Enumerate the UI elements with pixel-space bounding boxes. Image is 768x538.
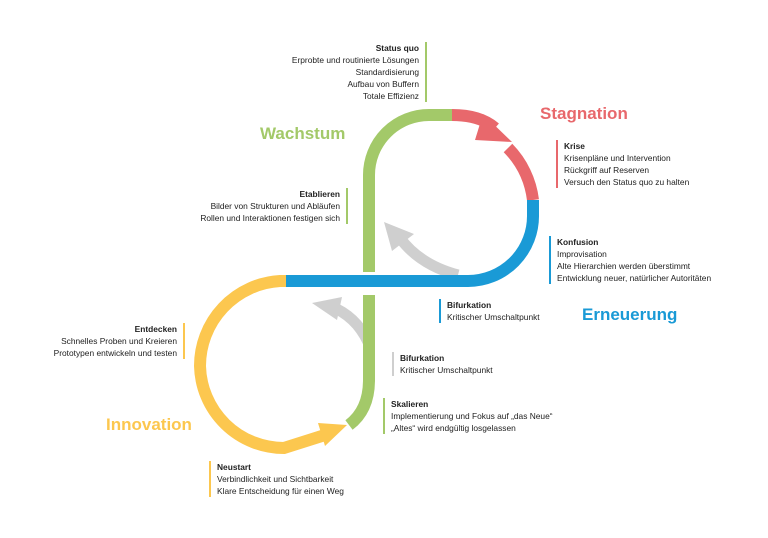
- blue-path: [286, 200, 540, 287]
- note-line: Totale Effizienz: [362, 91, 419, 101]
- phase-stagnation: Stagnation: [540, 104, 628, 123]
- note-line: „Altes“ wird endgültig losgelassen: [391, 423, 516, 433]
- note-line: Kritischer Umschaltpunkt: [447, 312, 540, 322]
- red-arrow-head: [475, 114, 512, 142]
- note-line: Implementierung und Fokus auf „das Neue“: [391, 411, 553, 421]
- note-line: Entwicklung neuer, natürlicher Autorität…: [557, 273, 712, 283]
- note-line: Schnelles Proben und Kreieren: [61, 336, 177, 346]
- note-title: Status quo: [375, 43, 419, 53]
- gray-arrow-upper: [384, 222, 460, 281]
- phase-erneuerung: Erneuerung: [582, 305, 678, 324]
- note-skalieren: Skalieren Implementierung und Fokus auf …: [383, 398, 553, 434]
- note-title: Etablieren: [299, 189, 341, 199]
- green-path-lower: [345, 295, 375, 430]
- yellow-path: [193, 275, 327, 455]
- note-line: Bilder von Strukturen und Abläufen: [210, 201, 340, 211]
- note-line: Improvisation: [557, 249, 607, 259]
- note-neustart: Neustart Verbindlichkeit und Sichtbarkei…: [209, 461, 344, 497]
- note-line: Standardisierung: [355, 67, 419, 77]
- note-entdecken: Entdecken Schnelles Proben und Kreieren …: [54, 323, 185, 359]
- note-etablieren: Etablieren Bilder von Strukturen und Abl…: [200, 188, 348, 224]
- note-title: Krise: [564, 141, 585, 151]
- note-line: Kritischer Umschaltpunkt: [400, 365, 493, 375]
- note-bifurkation-green: Bifurkation Kritischer Umschaltpunkt: [392, 352, 493, 376]
- note-line: Prototypen entwickeln und testen: [53, 348, 177, 358]
- note-krise: Krise Krisenpläne und Intervention Rückg…: [556, 140, 689, 188]
- note-line: Versuch den Status quo zu halten: [564, 177, 690, 187]
- note-line: Erprobte und routinierte Lösungen: [291, 55, 419, 65]
- note-line: Rollen und Interaktionen festigen sich: [200, 213, 340, 223]
- gray-arrow-lower: [312, 297, 373, 345]
- note-title: Bifurkation: [400, 353, 445, 363]
- phase-wachstum: Wachstum: [260, 124, 346, 143]
- note-title: Neustart: [217, 462, 251, 472]
- note-konfusion: Konfusion Improvisation Alte Hierarchien…: [549, 236, 711, 284]
- note-title: Entdecken: [134, 324, 177, 334]
- note-bifurkation-blue: Bifurkation Kritischer Umschaltpunkt: [439, 299, 540, 323]
- red-path-lower: [503, 143, 539, 201]
- note-title: Skalieren: [391, 399, 429, 409]
- note-status-quo: Status quo Erprobte und routinierte Lösu…: [292, 42, 427, 102]
- note-title: Bifurkation: [447, 300, 492, 310]
- yellow-arrow-head: [318, 423, 347, 446]
- note-line: Alte Hierarchien werden überstimmt: [557, 261, 691, 271]
- note-line: Rückgriff auf Reserven: [564, 165, 650, 175]
- phase-innovation: Innovation: [106, 415, 192, 434]
- note-line: Verbindlichkeit und Sichtbarkeit: [217, 474, 334, 484]
- note-line: Klare Entscheidung für einen Weg: [217, 486, 344, 496]
- note-line: Aufbau von Buffern: [347, 79, 419, 89]
- note-line: Krisenpläne und Intervention: [564, 153, 671, 163]
- note-title: Konfusion: [557, 237, 599, 247]
- green-path-upper: [363, 109, 452, 272]
